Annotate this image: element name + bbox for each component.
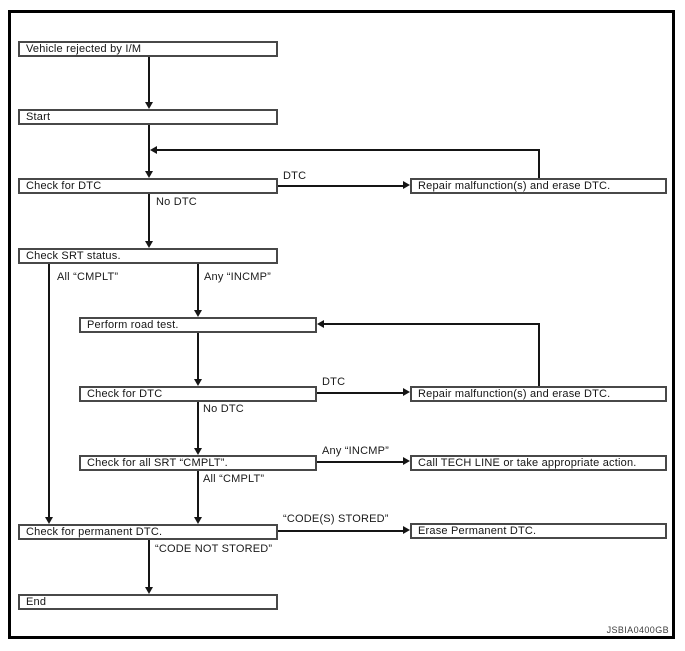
flow-line-any-incmp-branch — [197, 264, 199, 311]
arrowhead-into-checksrt — [145, 241, 153, 248]
edge-label-dtc-1: DTC — [283, 170, 307, 182]
node-vehicle-rejected: Vehicle rejected by I/M — [18, 41, 278, 57]
node-repair-erase-dtc-2: Repair malfunction(s) and erase DTC. — [410, 386, 667, 402]
feedback-line-repair2-horizontal — [324, 323, 540, 325]
feedback-line-repair2-vertical — [538, 324, 540, 386]
node-call-tech-line: Call TECH LINE or take appropriate actio… — [410, 455, 667, 471]
arrowhead-into-repair1 — [403, 181, 410, 189]
figure-code: JSBIA0400GB — [606, 625, 669, 635]
edge-label-all-cmplt-1: All “CMPLT” — [57, 271, 119, 283]
arrowhead-into-checkdtc2 — [194, 379, 202, 386]
node-check-all-srt: Check for all SRT “CMPLT”. — [79, 455, 317, 471]
arrowhead-into-permanent-mid — [194, 517, 202, 524]
flow-line-code-not-stored — [148, 540, 150, 588]
node-start: Start — [18, 109, 278, 125]
node-end: End — [18, 594, 278, 610]
arrowhead-into-permanent-left — [45, 517, 53, 524]
edge-label-no-dtc-2: No DTC — [203, 403, 244, 415]
diagram-frame — [8, 10, 675, 639]
arrowhead-into-checkdtc1 — [145, 171, 153, 178]
edge-label-dtc-2: DTC — [322, 376, 346, 388]
arrowhead-into-repair2 — [403, 388, 410, 396]
flow-line-nodtc2 — [197, 402, 199, 449]
arrowhead-into-start — [145, 102, 153, 109]
flow-line-incmp-to-techline — [317, 461, 404, 463]
flow-line-allcmplt2 — [197, 471, 199, 518]
node-check-permanent-dtc: Check for permanent DTC. — [18, 524, 278, 540]
arrowhead-feedback-repair1 — [150, 146, 157, 154]
node-repair-erase-dtc-1: Repair malfunction(s) and erase DTC. — [410, 178, 667, 194]
edge-label-any-incmp-2: Any “INCMP” — [322, 445, 389, 457]
arrowhead-into-erase-permanent — [403, 526, 410, 534]
arrowhead-into-roadtest — [194, 310, 202, 317]
node-erase-permanent-dtc: Erase Permanent DTC. — [410, 523, 667, 539]
flow-line-dtc2-to-repair2 — [317, 392, 404, 394]
arrowhead-into-checkallsrt — [194, 448, 202, 455]
flow-line-stored-to-erase — [278, 530, 404, 532]
flow-line-nodtc1 — [148, 194, 150, 242]
flow-line-roadtest-to-checkdtc2 — [197, 333, 199, 380]
node-check-dtc-2: Check for DTC — [79, 386, 317, 402]
feedback-line-repair1-vertical — [538, 150, 540, 178]
arrowhead-into-techline — [403, 457, 410, 465]
edge-label-no-dtc-1: No DTC — [156, 196, 197, 208]
flow-line-vehicle-to-start — [148, 57, 150, 103]
edge-label-any-incmp-1: Any “INCMP” — [204, 271, 271, 283]
edge-label-code-not-stored: “CODE NOT STORED” — [155, 543, 273, 555]
flow-line-all-cmplt-branch — [48, 264, 50, 518]
flow-line-start-to-checkdtc1 — [148, 125, 150, 172]
node-check-srt-status: Check SRT status. — [18, 248, 278, 264]
flow-line-dtc1-to-repair1 — [278, 185, 404, 187]
node-perform-road-test: Perform road test. — [79, 317, 317, 333]
feedback-line-repair1-horizontal — [157, 149, 540, 151]
arrowhead-feedback-repair2 — [317, 320, 324, 328]
edge-label-codes-stored: “CODE(S) STORED” — [283, 513, 389, 525]
arrowhead-into-end — [145, 587, 153, 594]
node-check-dtc-1: Check for DTC — [18, 178, 278, 194]
edge-label-all-cmplt-2: All “CMPLT” — [203, 473, 265, 485]
